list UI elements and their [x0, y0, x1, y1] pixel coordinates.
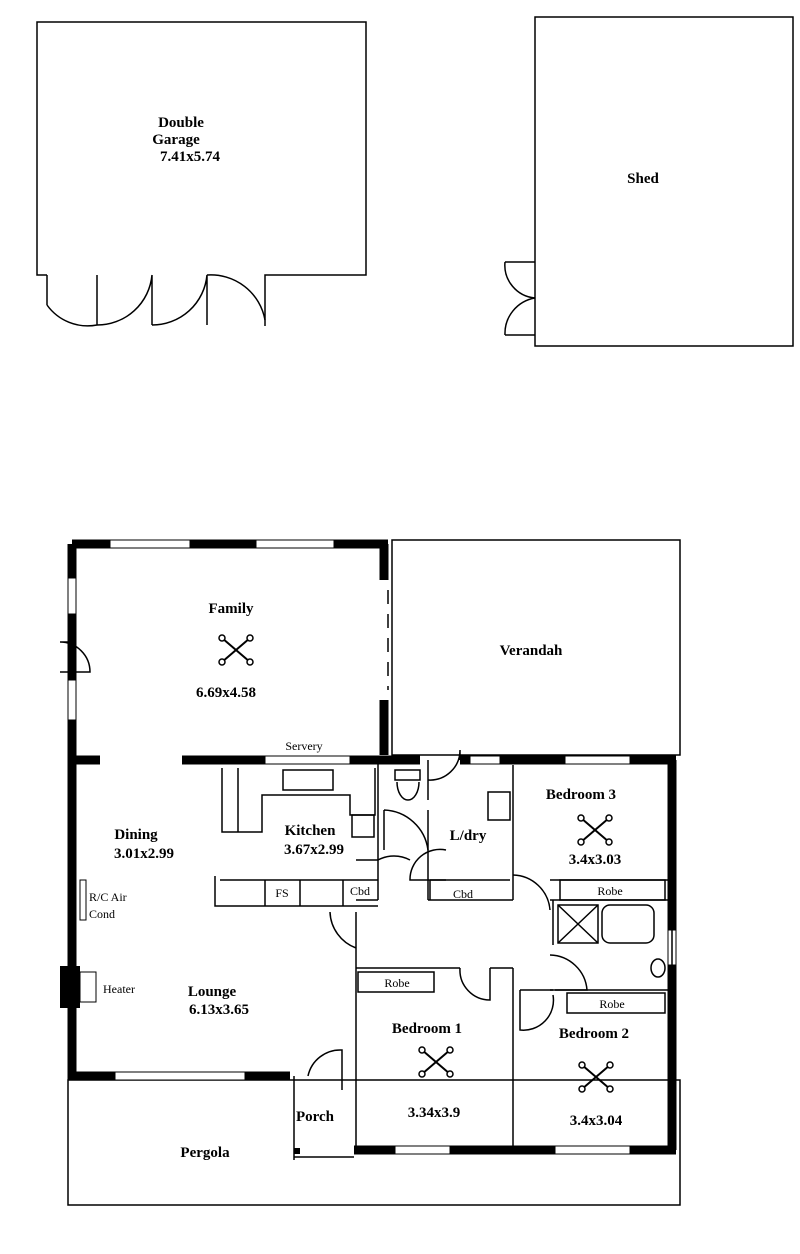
- shed-label: Shed: [627, 171, 659, 187]
- laundry-label: L/dry: [450, 828, 487, 844]
- shed: Shed: [504, 16, 794, 347]
- ceiling-fan-icon: [578, 1061, 614, 1093]
- ceiling-fan-icon: [218, 634, 254, 666]
- pergola-label: Pergola: [180, 1145, 230, 1161]
- bedroom3-label: Bedroom 3: [546, 787, 616, 803]
- porch-label: Porch: [296, 1109, 335, 1125]
- kitchen-size: 3.67x2.99: [284, 842, 344, 858]
- bedroom1-robe: Robe: [384, 976, 409, 990]
- family-size: 6.69x4.58: [196, 685, 256, 701]
- bedroom3-robe: Robe: [597, 884, 622, 898]
- verandah-area: [391, 539, 681, 756]
- fs-label: FS: [275, 886, 288, 900]
- verandah-label: Verandah: [500, 643, 563, 659]
- garage-label: Double: [158, 115, 204, 131]
- garage-size: 7.41x5.74: [160, 149, 221, 165]
- kitchen-cbd-label: Cbd: [350, 884, 370, 898]
- bedroom3-size: 3.4x3.03: [569, 852, 622, 868]
- family-label: Family: [209, 601, 254, 617]
- ceiling-fan-icon: [418, 1046, 454, 1078]
- heater-label: Heater: [103, 982, 135, 996]
- ceiling-fan-icon: [577, 814, 613, 846]
- aircon-label: R/C Air: [89, 890, 127, 904]
- laundry-cbd-label: Cbd: [453, 887, 473, 901]
- bedroom2-label: Bedroom 2: [559, 1026, 629, 1042]
- dining-size: 3.01x2.99: [114, 846, 174, 862]
- bedroom2-size: 3.4x3.04: [570, 1113, 623, 1129]
- lounge-label: Lounge: [188, 984, 237, 1000]
- bedroom2-robe: Robe: [599, 997, 624, 1011]
- aircon-label-2: Cond: [89, 907, 115, 921]
- garage-label-2: Garage: [152, 132, 200, 148]
- dining-label: Dining: [114, 827, 158, 843]
- bedroom1-size: 3.34x3.9: [408, 1105, 461, 1121]
- lounge-size: 6.13x3.65: [189, 1002, 249, 1018]
- double-garage: Double Garage 7.41x5.74: [36, 21, 367, 327]
- kitchen-label: Kitchen: [285, 823, 336, 839]
- bedroom1-label: Bedroom 1: [392, 1021, 462, 1037]
- house: [59, 539, 681, 1206]
- servery-label: Servery: [285, 739, 322, 753]
- pergola-area: [67, 1079, 681, 1206]
